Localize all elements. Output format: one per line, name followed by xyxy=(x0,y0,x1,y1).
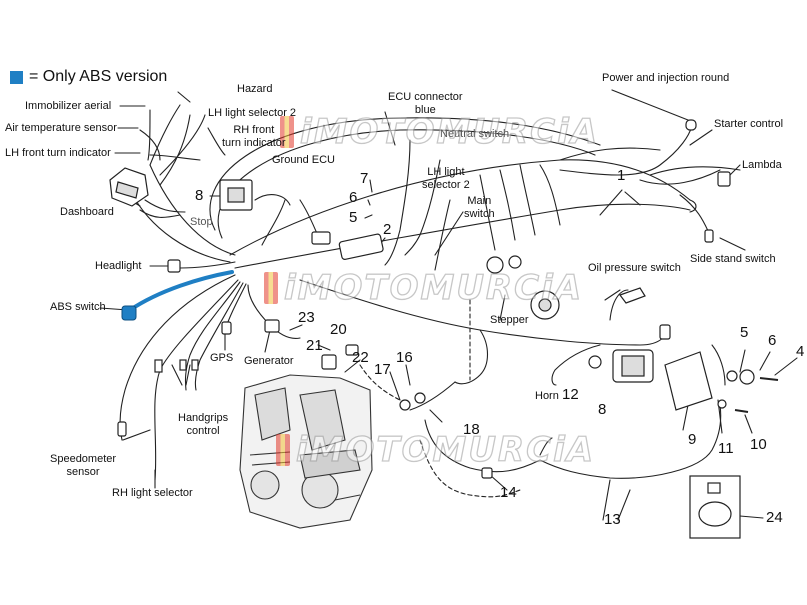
label-oil-pressure: Oil pressure switch xyxy=(588,262,681,274)
label-stepper: Stepper xyxy=(490,314,529,326)
label-ground-ecu: Ground ECU xyxy=(272,154,335,166)
coil-bracket xyxy=(664,351,713,411)
label-starter-control: Starter control xyxy=(714,118,784,130)
engine-block xyxy=(239,374,373,529)
label-handgrips: Handgrips control xyxy=(178,412,229,437)
main-harness-trunk xyxy=(229,159,691,256)
label-main-switch: Main switch xyxy=(464,195,495,220)
label-rh-front-turn: RH front turn indicator xyxy=(222,124,286,149)
label-power-injection: Power and injection round xyxy=(602,72,730,84)
part-number-2: 2 xyxy=(383,221,392,238)
part-number-18: 18 xyxy=(463,421,480,438)
label-stop: Stop xyxy=(190,216,213,228)
part-number-24: 24 xyxy=(766,509,783,526)
flag-icon xyxy=(276,434,290,466)
main-harness-lower xyxy=(234,203,691,269)
part-number-17: 17 xyxy=(374,361,391,378)
label-gps: GPS xyxy=(210,352,234,364)
part-number-5: 5 xyxy=(349,209,358,226)
part-number-23: 23 xyxy=(298,309,315,326)
part-number-21: 21 xyxy=(306,337,323,354)
abs-wire xyxy=(128,270,234,312)
watermark-2: iMOTOMURCiA xyxy=(264,267,583,309)
legend: = Only ABS version xyxy=(10,68,167,86)
label-dashboard: Dashboard xyxy=(60,206,114,218)
part-number-11: 11 xyxy=(718,440,734,457)
label-hazard: Hazard xyxy=(237,83,273,95)
watermark-1: iMOTOMURCiA xyxy=(280,111,599,153)
label-immobilizer: Immobilizer aerial xyxy=(25,100,112,112)
ecu-connector-block xyxy=(338,233,384,260)
part-number-13: 13 xyxy=(604,511,621,528)
part-number-16: 16 xyxy=(396,349,413,366)
label-abs-switch: ABS switch xyxy=(50,301,106,313)
part-number-12: 12 xyxy=(562,386,579,403)
part-number-7: 7 xyxy=(360,170,369,187)
label-lambda: Lambda xyxy=(742,159,782,171)
label-rh-light-selector: RH light selector xyxy=(112,487,193,499)
label-horn: Horn xyxy=(535,390,559,402)
label-lh-light-selector-2: LH light selector 2 xyxy=(422,166,470,191)
label-generator: Generator xyxy=(244,355,294,367)
part-number-10: 10 xyxy=(750,436,767,453)
label-ecu-connector: ECU connector blue xyxy=(388,91,463,116)
part-number-5b: 5 xyxy=(740,324,749,341)
label-side-stand: Side stand switch xyxy=(690,253,776,265)
abs-switch-connector xyxy=(121,305,137,321)
part-number-14: 14 xyxy=(500,484,517,501)
part-number-6: 6 xyxy=(349,189,358,206)
part-number-9: 9 xyxy=(688,431,697,448)
part-number-20: 20 xyxy=(330,321,347,338)
label-neutral-switch: Neutral switch xyxy=(440,128,510,140)
flag-icon xyxy=(280,116,294,148)
abs-legend-swatch xyxy=(10,70,23,84)
part-number-8: 8 xyxy=(195,187,204,204)
part-number-22: 22 xyxy=(352,349,369,366)
part-number-6b: 6 xyxy=(768,332,777,349)
flag-icon xyxy=(264,272,278,304)
part-number-1: 1 xyxy=(617,167,626,184)
label-lh-front-turn: LH front turn indicator xyxy=(5,147,111,159)
label-speedometer: Speedometer sensor xyxy=(50,453,117,478)
watermark-3: iMOTOMURCiA xyxy=(276,429,595,471)
part-number-4: 4 xyxy=(796,343,805,360)
label-lh-light-selector: LH light selector 2 xyxy=(208,107,297,119)
label-headlight: Headlight xyxy=(95,260,142,272)
label-air-temp: Air temperature sensor xyxy=(5,122,117,134)
part-number-8b: 8 xyxy=(598,401,607,418)
legend-text: = Only ABS version xyxy=(29,68,168,85)
